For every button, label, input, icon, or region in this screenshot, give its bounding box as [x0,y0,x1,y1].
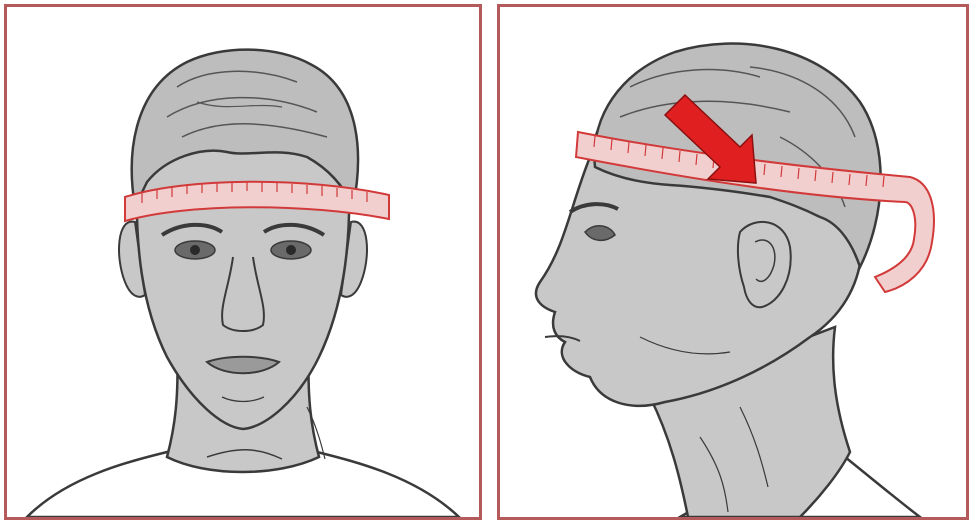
front-view-head-icon [7,7,479,517]
front-view-panel [4,4,482,520]
side-view-panel [497,4,969,520]
side-view-head-icon [500,7,966,517]
